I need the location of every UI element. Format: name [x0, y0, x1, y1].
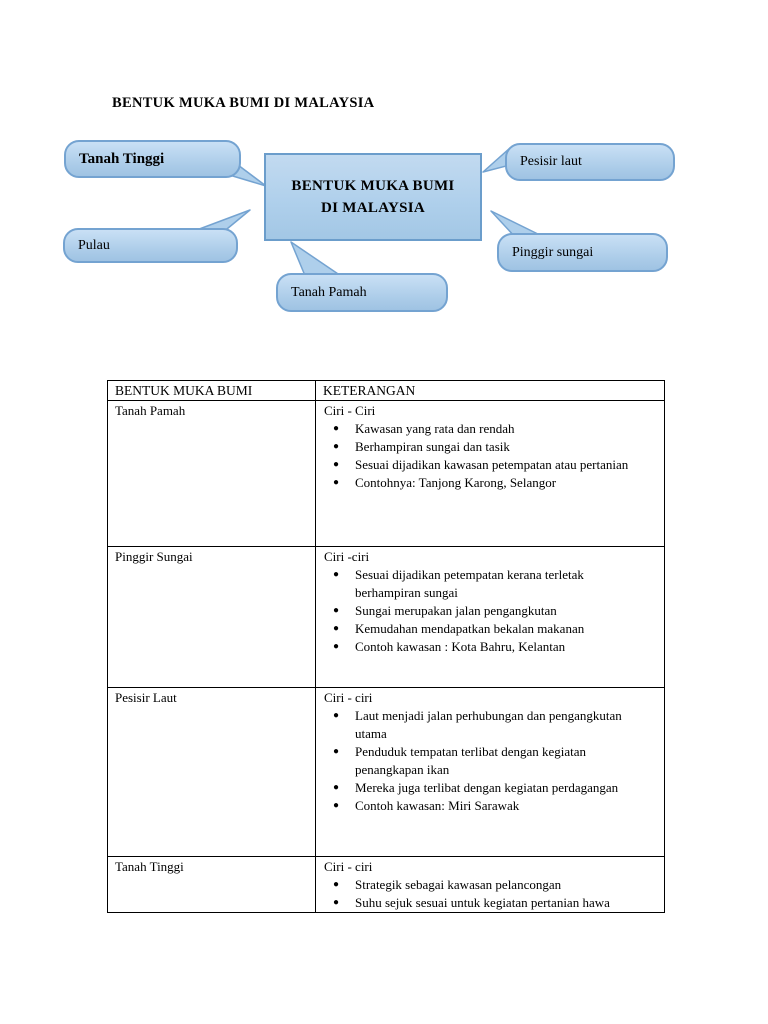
- bullet-item: ●Contoh kawasan : Kota Bahru, Kelantan: [333, 639, 566, 654]
- center-box-line2: DI MALAYSIA: [320, 200, 425, 216]
- bullet-icon: ●: [333, 897, 340, 908]
- ciri-label: Ciri -ciri: [324, 549, 370, 564]
- callout-pulau-label: Pulau: [78, 237, 110, 253]
- bullet-item: ●Strategik sebagai kawasan pelancongan: [333, 877, 562, 892]
- row-details: Ciri - ciri ●Strategik sebagai kawasan p…: [315, 856, 665, 913]
- table-row: Pinggir Sungai Ciri -ciri ●Sesuai dijadi…: [107, 546, 665, 688]
- callout-tanah-tinggi-label: Tanah Tinggi: [79, 150, 165, 167]
- bullet-item: ●Berhampiran sungai dan tasik: [333, 439, 510, 454]
- bullet-icon: ●: [333, 623, 340, 634]
- info-table: BENTUK MUKA BUMI KETERANGAN Tanah Pamah …: [107, 380, 665, 913]
- bullet-item: ●Penduduk tempatan terlibat dengan kegia…: [333, 744, 587, 777]
- callout-tanah-pamah-label: Tanah Pamah: [291, 284, 367, 300]
- row-name: Tanah Pamah: [107, 400, 316, 547]
- header-bentuk-muka-bumi: BENTUK MUKA BUMI: [107, 380, 316, 401]
- table-row: Tanah Tinggi Ciri - ciri ●Strategik seba…: [107, 856, 665, 913]
- table-row: Pesisir Laut Ciri - ciri ●Laut menjadi j…: [107, 687, 665, 857]
- bullet-item: ●Sesuai dijadikan kawasan petempatan ata…: [333, 457, 629, 472]
- bullet-icon: ●: [333, 710, 340, 721]
- row-details: Ciri -ciri ●Sesuai dijadikan petempatan …: [315, 546, 665, 688]
- ciri-label: Ciri - Ciri: [324, 403, 376, 418]
- callout-pinggir-sungai: Pinggir sungai: [497, 233, 668, 272]
- bullet-item: ●Contoh kawasan: Miri Sarawak: [333, 798, 520, 813]
- bullet-item: ●Sungai merupakan jalan pengangkutan: [333, 603, 557, 618]
- bullet-item: ●Kawasan yang rata dan rendah: [333, 421, 515, 436]
- bullet-item: ●Suhu sejuk sesuai untuk kegiatan pertan…: [333, 895, 610, 910]
- bullet-icon: ●: [333, 477, 340, 488]
- table-row: Tanah Pamah Ciri - Ciri ●Kawasan yang ra…: [107, 400, 665, 547]
- bullet-icon: ●: [333, 423, 340, 434]
- bullet-item: ●Sesuai dijadikan petempatan kerana terl…: [333, 567, 584, 600]
- row-details: Ciri - Ciri ●Kawasan yang rata dan renda…: [315, 400, 665, 547]
- bullet-icon: ●: [333, 800, 340, 811]
- bullet-icon: ●: [333, 569, 340, 580]
- callout-pesisir-laut-label: Pesisir laut: [520, 154, 582, 169]
- header-keterangan: KETERANGAN: [315, 380, 665, 401]
- center-box-line1: BENTUK MUKA BUMI: [291, 178, 455, 194]
- row-name: Tanah Tinggi: [107, 856, 316, 913]
- callout-tanah-tinggi: Tanah Tinggi: [64, 140, 241, 178]
- bullet-item: ●Contohnya: Tanjong Karong, Selangor: [333, 475, 557, 490]
- bullet-item: ●Mereka juga terlibat dengan kegiatan pe…: [333, 780, 619, 795]
- page-title: BENTUK MUKA BUMI DI MALAYSIA: [112, 95, 375, 111]
- ciri-label: Ciri - ciri: [324, 690, 373, 705]
- bullet-item: ●Kemudahan mendapatkan bekalan makanan: [333, 621, 585, 636]
- callout-tanah-pamah: Tanah Pamah: [276, 273, 448, 312]
- bullet-icon: ●: [333, 459, 340, 470]
- callout-pulau: Pulau: [63, 228, 238, 263]
- bullet-icon: ●: [333, 441, 340, 452]
- bullet-icon: ●: [333, 782, 340, 793]
- row-details: Ciri - ciri ●Laut menjadi jalan perhubun…: [315, 687, 665, 857]
- diagram-center-box: BENTUK MUKA BUMI DI MALAYSIA: [264, 153, 482, 241]
- row-name: Pesisir Laut: [107, 687, 316, 857]
- bullet-icon: ●: [333, 641, 340, 652]
- callout-pesisir-laut: Pesisir laut: [505, 143, 675, 181]
- bullet-icon: ●: [333, 746, 340, 757]
- callout-pinggir-sungai-label: Pinggir sungai: [512, 244, 594, 260]
- ciri-label: Ciri - ciri: [324, 859, 373, 874]
- bullet-item: ●Laut menjadi jalan perhubungan dan peng…: [333, 708, 622, 741]
- table-header-row: BENTUK MUKA BUMI KETERANGAN: [107, 380, 665, 401]
- row-name: Pinggir Sungai: [107, 546, 316, 688]
- bullet-icon: ●: [333, 605, 340, 616]
- bullet-icon: ●: [333, 879, 340, 890]
